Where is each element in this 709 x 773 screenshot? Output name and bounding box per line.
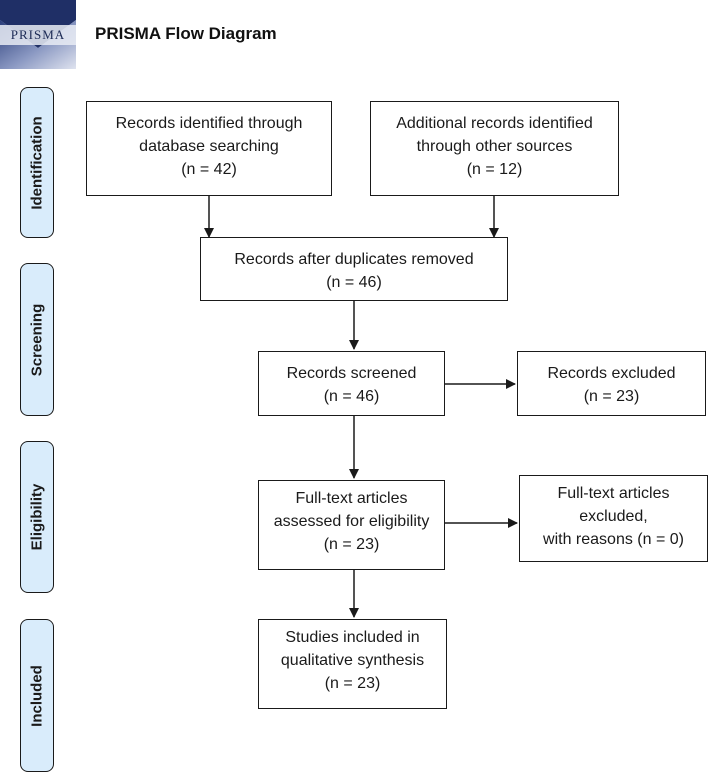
logo-graphic	[0, 0, 76, 69]
box-fulltext-assessed: Full-text articles assessed for eligibil…	[258, 480, 445, 570]
prisma-logo: PRISMA	[0, 0, 76, 69]
phase-identification: Identification	[20, 87, 54, 238]
phase-included: Included	[20, 619, 54, 772]
phase-screening: Screening	[20, 263, 54, 416]
box-records-excluded-text: Records excluded (n = 23)	[547, 365, 676, 405]
box-included-studies-text: Studies included in qualitative synthesi…	[280, 629, 425, 692]
box-other-records: Additional records identified through ot…	[370, 101, 619, 196]
logo-text: PRISMA	[10, 27, 66, 42]
box-database-records: Records identified through database sear…	[86, 101, 332, 196]
page-title: PRISMA Flow Diagram	[95, 24, 277, 43]
box-other-records-text: Additional records identified through ot…	[396, 115, 593, 178]
box-fulltext-assessed-text: Full-text articles assessed for eligibil…	[273, 490, 430, 553]
box-records-screened: Records screened (n = 46)	[258, 351, 445, 416]
box-fulltext-excluded-text: Full-text articles excluded, with reason…	[543, 485, 684, 548]
box-after-duplicates-text: Records after duplicates removed (n = 46…	[234, 251, 474, 291]
box-included-studies: Studies included in qualitative synthesi…	[258, 619, 447, 709]
box-after-duplicates: Records after duplicates removed (n = 46…	[200, 237, 508, 301]
box-fulltext-excluded: Full-text articles excluded, with reason…	[519, 475, 708, 562]
phase-eligibility: Eligibility	[20, 441, 54, 593]
box-records-excluded: Records excluded (n = 23)	[517, 351, 706, 416]
box-records-screened-text: Records screened (n = 46)	[286, 365, 417, 405]
box-database-records-text: Records identified through database sear…	[115, 115, 303, 178]
